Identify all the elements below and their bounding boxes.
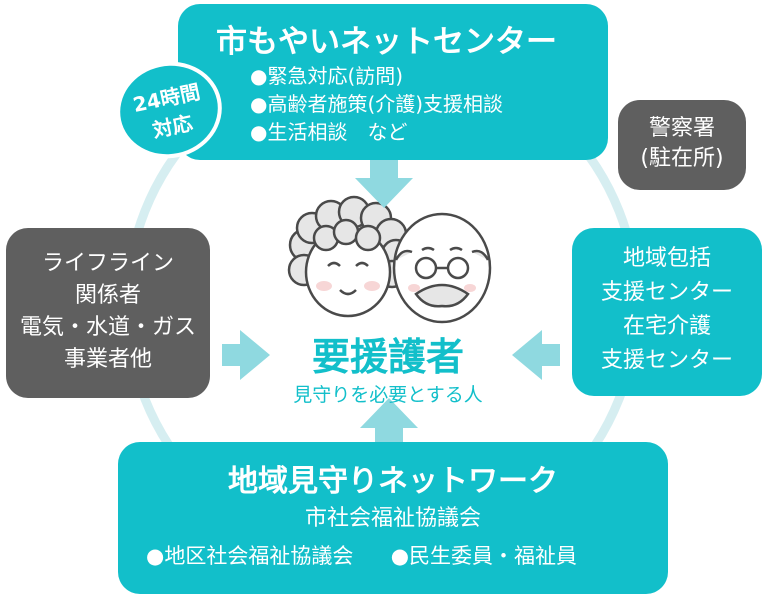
lifeline-box: ライフライン 関係者 電気・水道・ガス 事業者他: [6, 228, 210, 398]
care-recipient-subtitle: 見守りを必要とする人: [293, 384, 483, 406]
social-welfare-council: 市社会福祉協議会: [304, 506, 481, 531]
support-line: 支援センター: [600, 280, 733, 305]
service-item: 高齢者施策(介護)支援相談: [250, 90, 503, 118]
lifeline-line: 関係者: [74, 283, 141, 308]
moyai-net-center-title: 市もやいネットセンター: [216, 24, 557, 60]
community-watch-network-box: 地域見守りネットワーク 市社会福祉協議会 地区社会福祉協議会 民生委員・福祉員: [118, 442, 668, 594]
community-members: 地区社会福祉協議会 民生委員・福祉員: [146, 540, 577, 570]
police-box: 警察署 (駐在所): [618, 100, 746, 190]
service-item: 緊急対応(訪問): [250, 62, 503, 90]
lifeline-line: 電気・水道・ガス: [19, 315, 196, 340]
support-center-box: 地域包括 支援センター 在宅介護 支援センター: [572, 228, 762, 396]
arrow-right-icon: [222, 330, 270, 380]
support-line: 支援センター: [600, 348, 733, 373]
lifeline-line: ライフライン: [41, 251, 174, 276]
support-line: 地域包括: [622, 246, 711, 271]
police-line1: 警察署: [648, 116, 715, 141]
arrow-left-icon: [512, 330, 560, 380]
service-item: 生活相談 など: [250, 118, 503, 146]
arrow-up-icon: [360, 398, 418, 446]
police-line2: (駐在所): [640, 146, 724, 171]
member-item: 民生委員・福祉員: [391, 544, 577, 568]
community-watch-network-title: 地域見守りネットワーク: [228, 464, 558, 499]
moyai-net-center-services: 緊急対応(訪問) 高齢者施策(介護)支援相談 生活相談 など: [250, 62, 503, 146]
moyai-net-center-box: 市もやいネットセンター 緊急対応(訪問) 高齢者施策(介護)支援相談 生活相談 …: [178, 4, 608, 160]
care-recipient-title: 要援護者: [311, 335, 464, 379]
support-line: 在宅介護: [622, 314, 711, 339]
member-item: 地区社会福祉協議会: [146, 544, 353, 568]
arrow-down-icon: [355, 160, 413, 208]
lifeline-line: 事業者他: [63, 347, 152, 372]
elderly-couple-illustration: [287, 195, 492, 324]
